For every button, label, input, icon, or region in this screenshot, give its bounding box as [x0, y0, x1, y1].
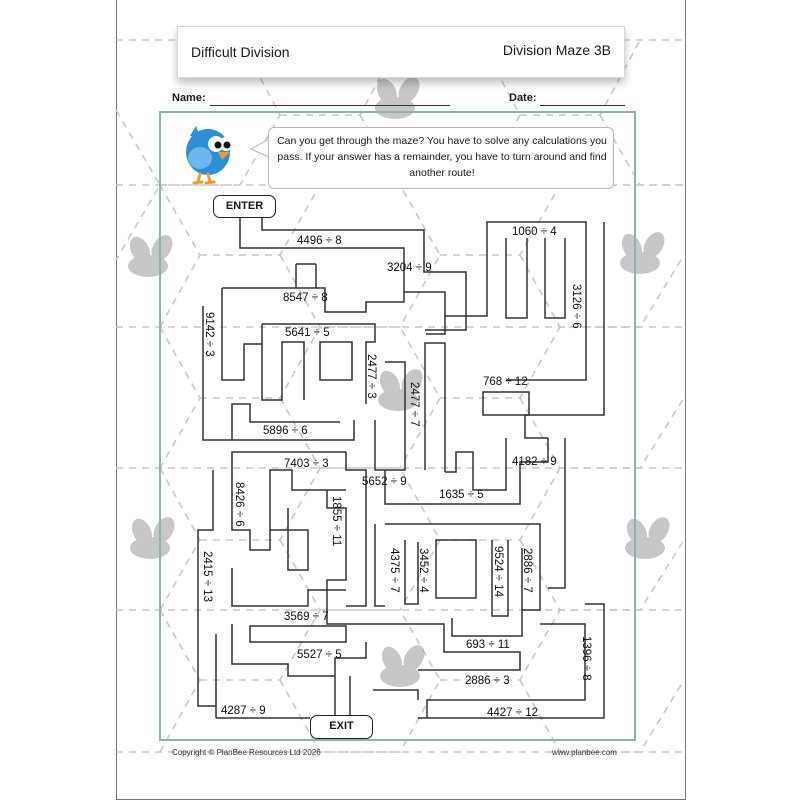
name-field[interactable] [210, 105, 450, 106]
calc-8426-6: 8426 ÷ 6 [233, 482, 245, 527]
calc-5896-6: 5896 ÷ 6 [263, 425, 308, 437]
calc-693-11: 693 ÷ 11 [466, 639, 510, 651]
worksheet-topic: Difficult Division [191, 44, 290, 60]
calc-1635-5: 1635 ÷ 5 [439, 489, 484, 501]
calc-3204-9: 3204 ÷ 9 [387, 262, 432, 274]
calc-2886-3: 2886 ÷ 3 [465, 675, 510, 687]
calc-4496-8: 4496 ÷ 8 [297, 235, 342, 247]
calc-768-12: 768 ÷ 12 [483, 376, 528, 388]
calc-5652-9: 5652 ÷ 9 [362, 476, 407, 488]
copyright-text: Copyright © PlanBee Resources Ltd 2026 [172, 748, 321, 757]
calc-1396-8: 1396 ÷ 8 [580, 636, 592, 681]
website-link[interactable]: www.planbee.com [552, 748, 617, 757]
calc-9142-3: 9142 ÷ 3 [203, 312, 215, 357]
maze-enter: ENTER [213, 195, 276, 218]
name-label: Name: [172, 92, 206, 104]
calc-5641-5: 5641 ÷ 5 [285, 327, 330, 339]
calc-2477-7: 2477 ÷ 7 [408, 382, 420, 427]
instructions-text: Can you get through the maze? You have t… [277, 135, 607, 179]
calc-3569-7: 3569 ÷ 7 [284, 611, 329, 623]
calc-5527-5: 5527 ÷ 5 [297, 649, 342, 661]
date-label: Date: [509, 92, 537, 104]
maze-exit: EXIT [310, 715, 373, 739]
calc-2886-7: 2886 ÷ 7 [521, 548, 533, 593]
maze-calculation-labels: 4496 ÷ 8 3204 ÷ 9 1060 ÷ 4 3126 ÷ 6 8547… [201, 226, 592, 719]
calc-2477-3: 2477 ÷ 3 [365, 354, 377, 399]
speech-bubble [268, 127, 614, 189]
calc-1060-4: 1060 ÷ 4 [512, 226, 557, 238]
speech-bubble-tail [250, 138, 270, 158]
calc-4427-12: 4427 ÷ 12 [487, 707, 538, 719]
title-banner [177, 26, 625, 78]
calc-4375-7: 4375 ÷ 7 [388, 548, 400, 593]
calc-3126-6: 3126 ÷ 6 [570, 284, 582, 329]
calc-2415-13: 2415 ÷ 13 [201, 551, 213, 602]
maze-frame [159, 111, 636, 741]
calc-7403-3: 7403 ÷ 3 [284, 458, 329, 470]
calc-4182-9: 4182 ÷ 9 [512, 456, 557, 468]
calc-8547-8: 8547 ÷ 8 [283, 292, 328, 304]
calc-3452-4: 3452 ÷ 4 [417, 548, 429, 593]
calc-9524-14: 9524 ÷ 14 [492, 546, 504, 598]
date-field[interactable] [540, 105, 625, 106]
bird-mascot-icon [186, 126, 233, 185]
calc-1855-11: 1855 ÷ 11 [330, 496, 342, 546]
calc-4287-9: 4287 ÷ 9 [221, 705, 266, 717]
worksheet-title: Division Maze 3B [502, 42, 611, 58]
